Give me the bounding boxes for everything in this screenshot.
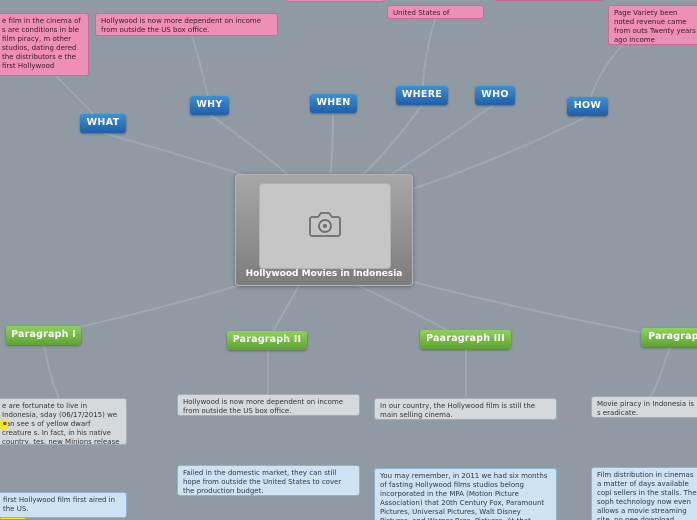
paragraph-2-detail[interactable]: Failed in the domestic market, they can … <box>177 465 360 496</box>
paragraph-3-detail[interactable]: You may remember, in 2011 we had six mon… <box>374 468 557 520</box>
top-stub-note[interactable] <box>494 0 604 1</box>
paragraph-2-note[interactable]: Hollywood is now more dependent on incom… <box>177 394 360 416</box>
where-note[interactable]: United States of America <box>387 5 484 19</box>
camera-icon <box>309 212 341 237</box>
paragraph-1-note[interactable]: e are fortunate to live in Indonesia, sd… <box>0 398 127 445</box>
how-note[interactable]: Page Variety been noted revenue came fro… <box>608 5 697 45</box>
branch-paragraph-4[interactable]: Paragraph <box>641 328 697 347</box>
branch-paragraph-2[interactable]: Paragraph II <box>227 331 307 350</box>
why-note[interactable]: Hollywood is now more dependent on incom… <box>95 13 278 36</box>
branch-why[interactable]: WHY <box>190 96 229 115</box>
branch-paragraph-3[interactable]: Paaragraph III <box>420 330 511 349</box>
central-topic-title: Hollywood Movies in Indonesia <box>245 269 403 279</box>
paragraph-3-note[interactable]: In our country, the Hollywood film is st… <box>374 398 557 420</box>
central-topic-image <box>259 183 391 269</box>
paragraph-1-detail[interactable]: first Hollywood film first aired in the … <box>0 492 127 518</box>
branch-paragraph-1[interactable]: Paragraph I <box>6 326 81 345</box>
sentence-tag[interactable]: e <box>0 420 8 429</box>
central-topic[interactable]: Hollywood Movies in Indonesia <box>235 174 413 286</box>
why-note-left[interactable]: e film in the cinema of s are conditions… <box>0 13 89 76</box>
paragraph-4-detail[interactable]: Film distribution in cinemas a matter of… <box>591 467 697 520</box>
branch-how[interactable]: HOW <box>567 97 608 116</box>
top-stub-note[interactable] <box>285 0 385 2</box>
branch-when[interactable]: WHEN <box>310 94 357 113</box>
branch-what[interactable]: WHAT <box>80 114 126 133</box>
paragraph-4-note[interactable]: Movie piracy in Indonesia is s eradicate… <box>591 396 697 418</box>
branch-where[interactable]: WHERE <box>396 86 448 105</box>
branch-who[interactable]: WHO <box>475 86 515 105</box>
